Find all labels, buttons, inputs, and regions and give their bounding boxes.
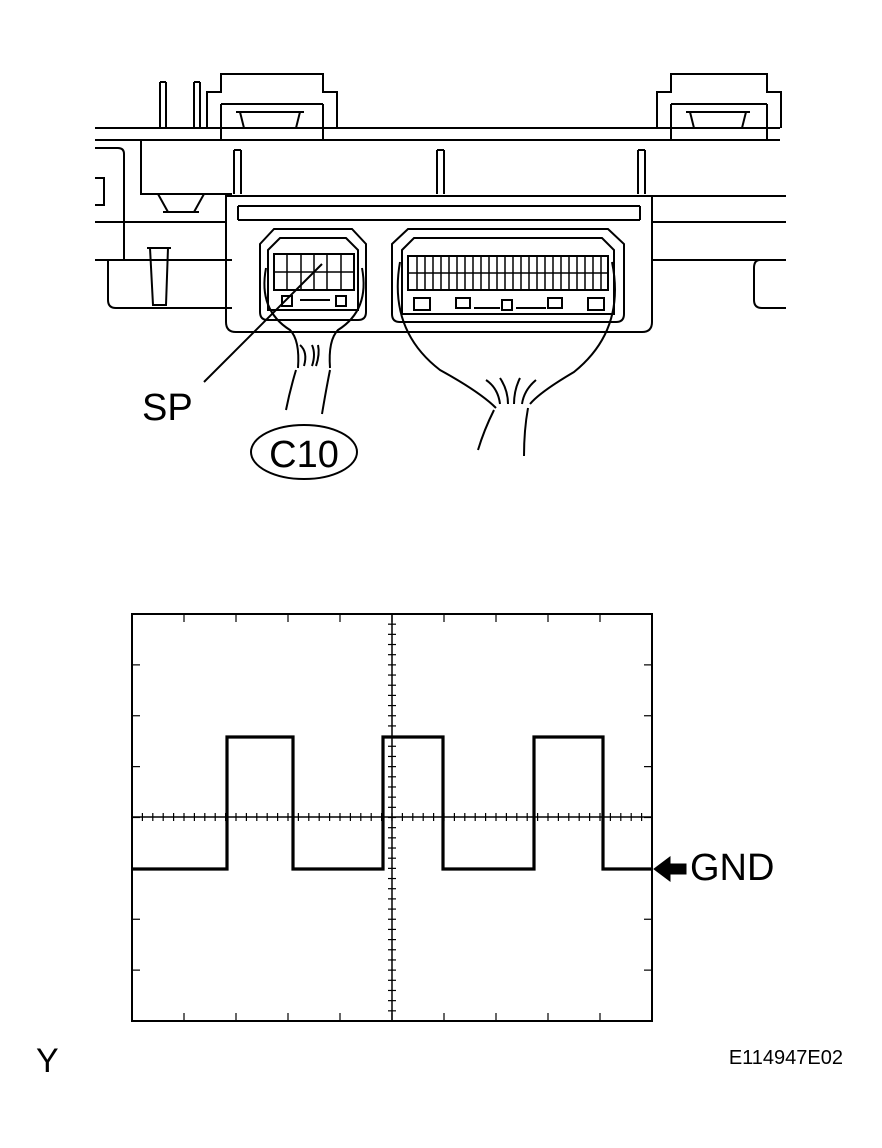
connector-large (391, 228, 625, 457)
scope-screen (131, 613, 653, 1022)
scope-ticks (132, 614, 652, 1021)
view-letter: Y (36, 1042, 59, 1080)
c10-label: C10 (269, 434, 339, 476)
connector-c10 (259, 228, 367, 415)
gnd-label: GND (690, 847, 774, 889)
sp-label: SP (142, 387, 193, 429)
signal-waveform (132, 735, 652, 871)
gnd-arrow-icon (653, 856, 687, 882)
ecu-housing (95, 73, 786, 309)
c10-callout-ellipse (250, 424, 358, 480)
sp-leader-line (203, 263, 323, 383)
figure-id: E114947E02 (729, 1047, 843, 1069)
connector-block (225, 195, 653, 333)
